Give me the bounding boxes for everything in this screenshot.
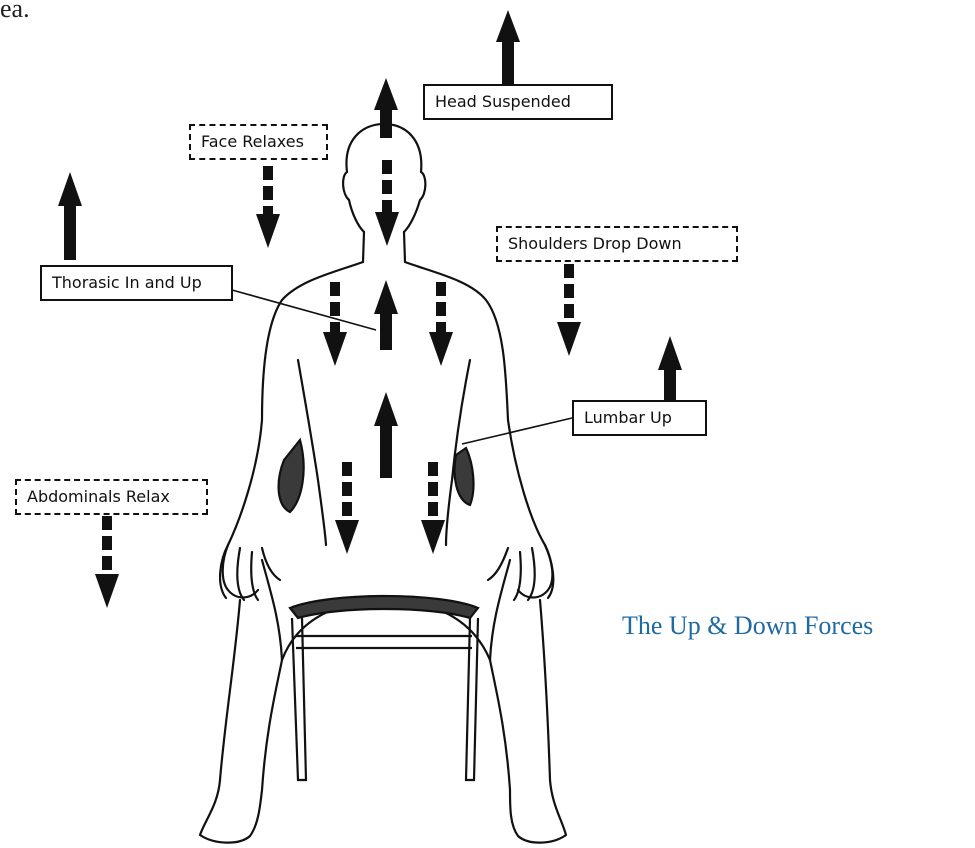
- down-arrow-abdominal-right: [421, 462, 445, 554]
- up-arrow-thorasic-top: [58, 172, 82, 260]
- leader-thorasic: [232, 290, 376, 330]
- up-arrow-thorasic: [374, 280, 398, 350]
- chair-right-leg: [466, 618, 478, 780]
- down-arrow-shoulder-left: [323, 282, 347, 366]
- label-thorasic-in-and-up: Thorasic In and Up: [40, 265, 233, 301]
- down-arrow-abdominal-left: [335, 462, 359, 554]
- figure-right-shoulder-arm: [405, 262, 552, 598]
- figure-right-leg: [490, 600, 566, 843]
- figure-left-shoulder-arm: [223, 262, 363, 598]
- down-arrow-shoulders: [557, 264, 581, 356]
- label-shoulders-drop-down: Shoulders Drop Down: [496, 226, 738, 262]
- chair-right-back: [455, 448, 474, 505]
- chair-left-leg: [292, 618, 306, 780]
- chair-rail: [296, 636, 472, 648]
- down-arrow-face: [256, 166, 280, 248]
- down-arrow-abdominals: [95, 516, 119, 608]
- chair: [279, 440, 478, 780]
- top-text-fragment: ea.: [0, 0, 30, 24]
- label-lumbar-up: Lumbar Up: [572, 400, 707, 436]
- leader-lumbar: [462, 418, 572, 444]
- label-face-relaxes: Face Relaxes: [189, 124, 328, 160]
- chair-left-back: [279, 440, 304, 512]
- figure-caption: The Up & Down Forces: [622, 611, 873, 641]
- down-arrow-head-center: [375, 160, 399, 246]
- leader-lines: [232, 290, 572, 444]
- up-arrow-lumbar-spine: [374, 392, 398, 478]
- down-arrow-shoulder-right: [429, 282, 453, 366]
- label-abdominals-relax: Abdominals Relax: [15, 479, 208, 515]
- up-arrow-lumbar: [658, 336, 682, 400]
- label-head-suspended: Head Suspended: [423, 84, 613, 120]
- up-arrow-head-top: [496, 10, 520, 86]
- figure-left-leg: [200, 600, 282, 843]
- up-arrow-head: [374, 78, 398, 138]
- figure-head-left: [343, 172, 364, 232]
